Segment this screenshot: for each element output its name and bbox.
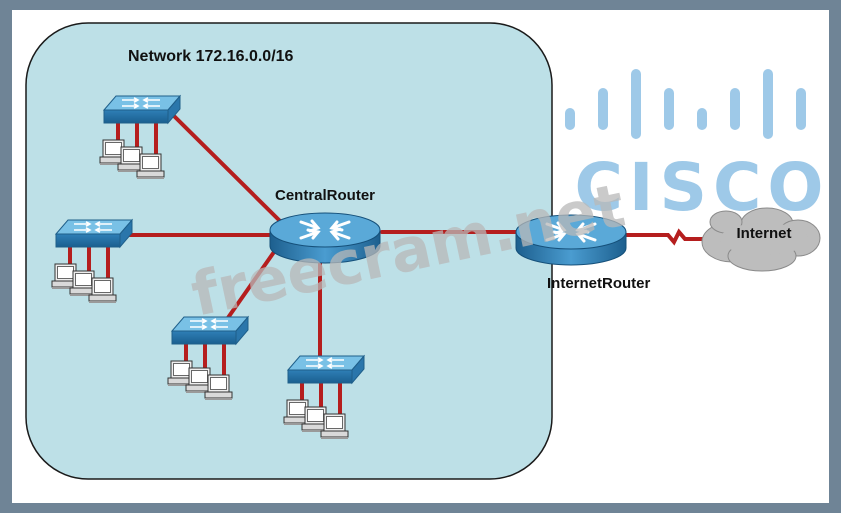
link-serial-internet <box>620 228 706 246</box>
network-topology-diagram: Network 172.16.0.0/16 CentralRouter Inte… <box>25 22 829 480</box>
internet-label: Internet <box>736 225 791 242</box>
network-links <box>128 112 706 360</box>
internet-cloud: Internet <box>701 207 821 272</box>
cisco-logo-bars <box>565 69 806 139</box>
central-router-label: CentralRouter <box>275 187 375 204</box>
network-label: Network 172.16.0.0/16 <box>128 48 294 65</box>
cisco-logo-text: CISCO <box>574 149 829 226</box>
link-switch1-central <box>170 112 284 225</box>
diagram-frame: Network 172.16.0.0/16 CentralRouter Inte… <box>12 10 829 503</box>
internet-router-label: InternetRouter <box>547 275 651 292</box>
cisco-logo: CISCO <box>565 69 829 226</box>
link-switch3-central <box>223 250 276 324</box>
